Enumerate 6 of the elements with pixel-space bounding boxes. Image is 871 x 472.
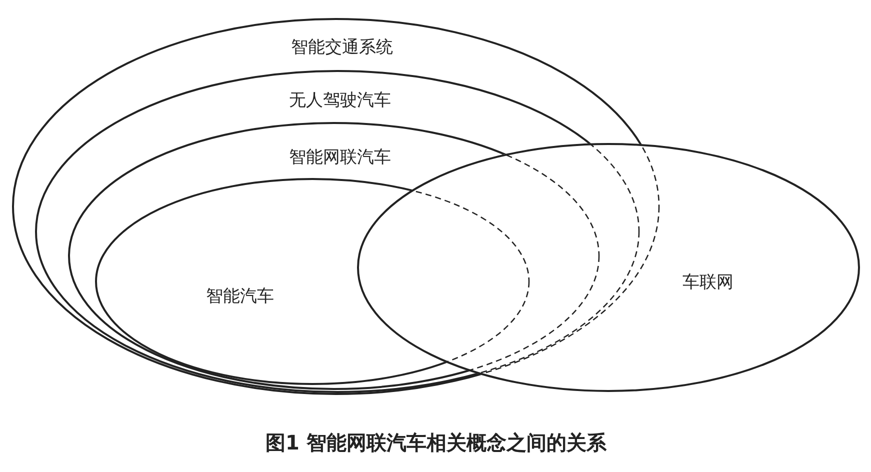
ellipse-label: 智能汽车 <box>206 286 274 308</box>
ellipse-label: 车联网 <box>682 272 734 294</box>
ellipse-label: 无人驾驶汽车 <box>289 90 391 112</box>
figure-caption: 图1 智能网联汽车相关概念之间的关系 <box>266 430 606 456</box>
ellipse-label: 智能交通系统 <box>291 36 393 58</box>
ellipse-label: 智能网联汽车 <box>289 146 391 168</box>
